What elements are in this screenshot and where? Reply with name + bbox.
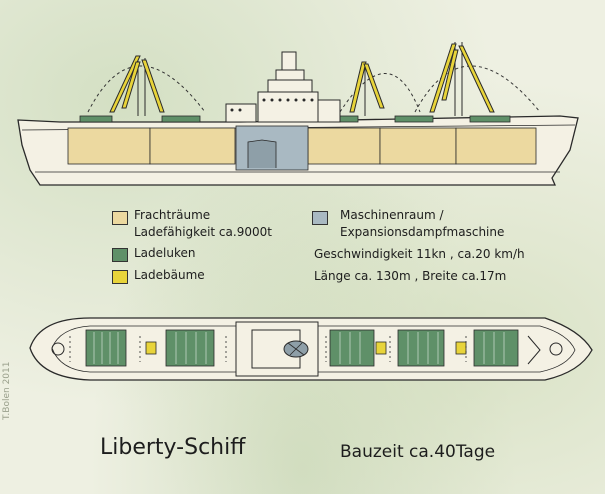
cargo-holds-side [67, 127, 537, 165]
deck-markings [69, 336, 467, 362]
anchor-winch [51, 342, 65, 356]
portholes [230, 98, 314, 112]
legend-booms: Ladebäume [134, 268, 205, 282]
legend-swatch-engine-room [312, 211, 328, 225]
ship-title: Liberty-Schiff [100, 435, 246, 460]
legend-hatches: Ladeluken [134, 246, 196, 260]
legend-swatch-cargo-hold [112, 211, 128, 225]
legend-dimensions: Länge ca. 130m , Breite ca.17m [314, 269, 507, 283]
stern-winch [549, 342, 563, 356]
legend-cargo-hold-line2: Ladefähigkeit ca.9000t [134, 225, 272, 239]
cargo-hold [67, 127, 151, 165]
cargo-hold [307, 127, 381, 165]
cargo-booms [109, 42, 495, 116]
artist-signature: T.Bolen 2011 [2, 361, 12, 420]
cargo-hold [379, 127, 457, 165]
booms-top [145, 341, 467, 355]
legend-swatch-booms [112, 270, 128, 284]
legend-engine-line1: Maschinenraum / [340, 208, 444, 222]
legend-cargo-hold-line1: Frachträume [134, 208, 211, 222]
rigging-lines [87, 65, 541, 113]
engine-block [247, 139, 277, 168]
legend-speed: Geschwindigkeit 11kn , ca.20 km/h [314, 247, 525, 261]
superstructure [225, 51, 341, 123]
cargo-hold [149, 127, 236, 165]
superstructure-top [235, 321, 319, 377]
legend-engine-line2: Expansionsdampfmaschine [340, 225, 505, 239]
build-time: Bauzeit ca.40Tage [340, 442, 496, 462]
legend-swatch-hatches [112, 248, 128, 262]
cargo-hold [455, 127, 537, 165]
hatches-top [85, 329, 519, 367]
